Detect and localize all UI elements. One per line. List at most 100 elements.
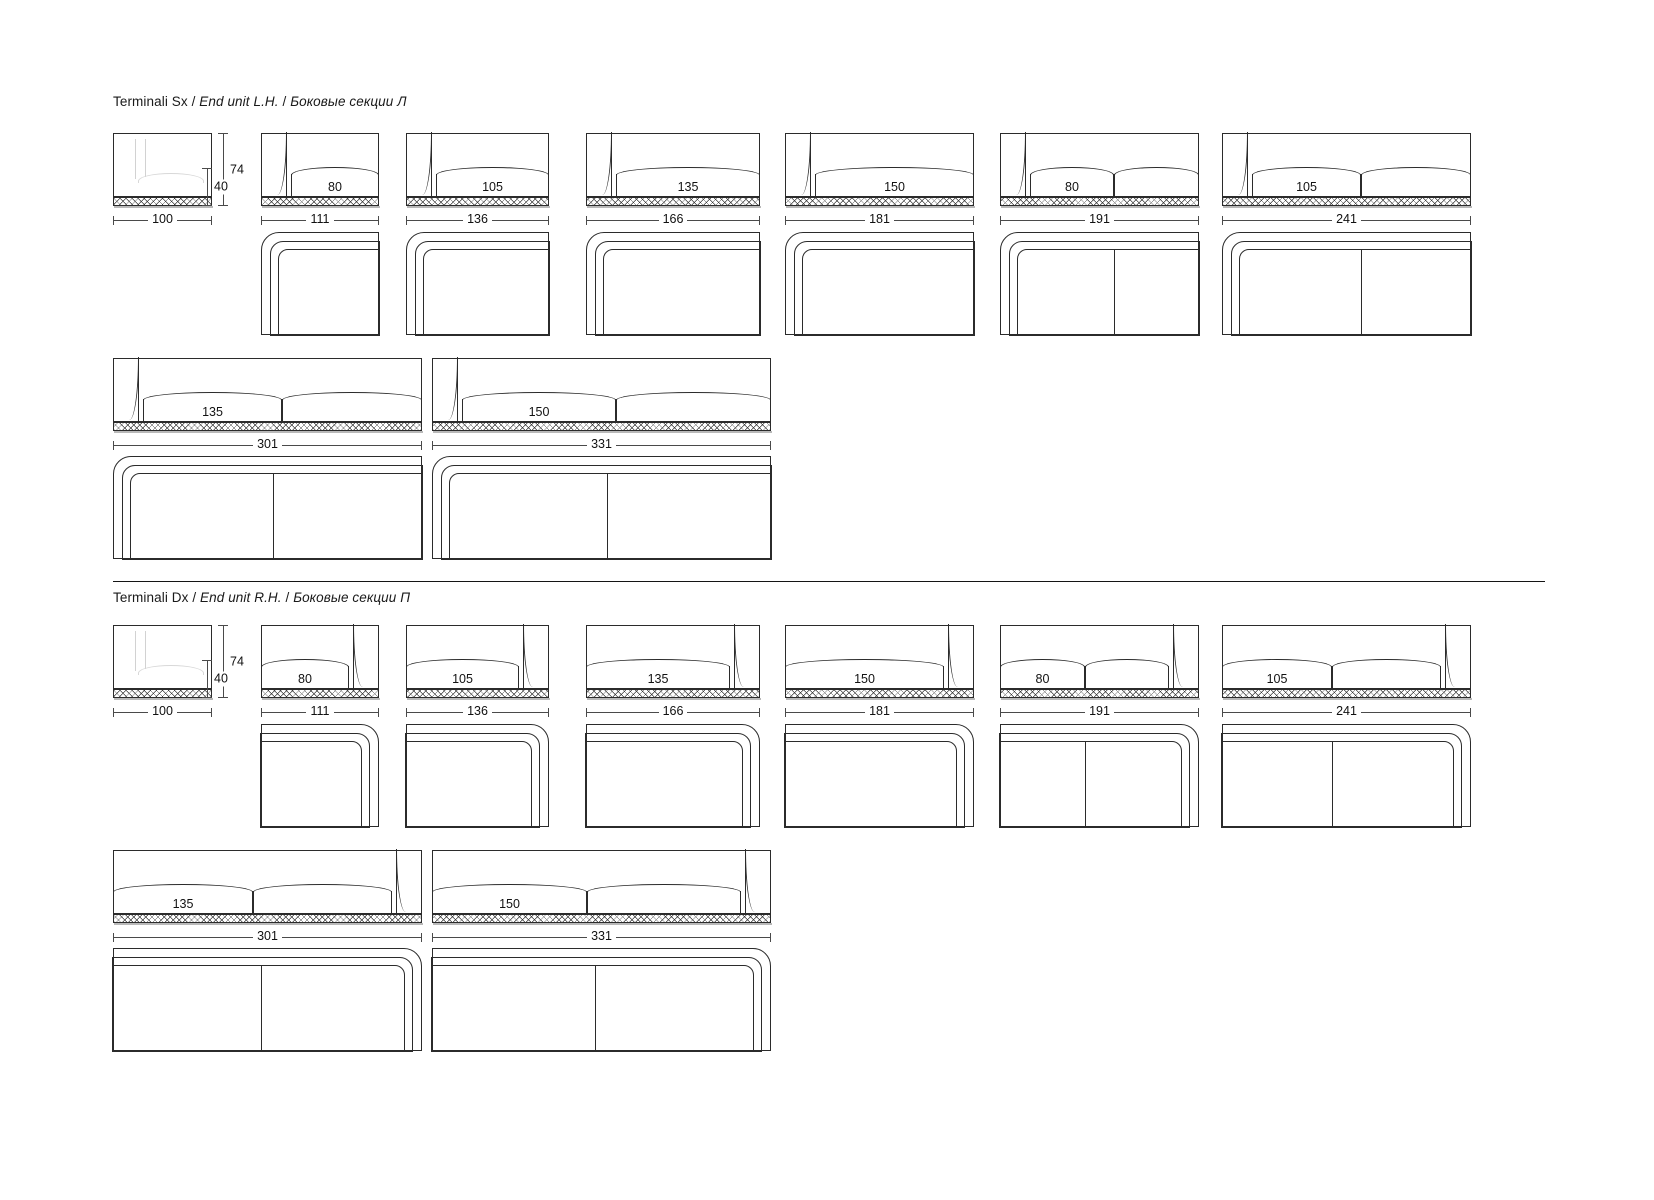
plan-dx-181 (784, 724, 974, 828)
dim-tick (1000, 708, 1001, 717)
plan-seam (261, 965, 262, 1051)
ghost-cushion (138, 173, 204, 183)
plan-seam (607, 473, 608, 559)
dim-value: 241 (1332, 704, 1361, 718)
dim-tick (202, 697, 212, 698)
overall-dimension: 181 (785, 704, 974, 718)
plinth (406, 689, 549, 698)
dim-tick (202, 660, 212, 661)
plan-seam (1332, 741, 1333, 827)
dim-label: 301 (113, 437, 422, 451)
dim-label: 166 (586, 704, 760, 718)
dim-label: 191 (1000, 704, 1199, 718)
seat-dim-label: 150 (884, 179, 905, 194)
dim-label: 136 (406, 212, 549, 226)
seat-dim-label: 150 (499, 896, 520, 911)
dim-tick (1198, 216, 1199, 225)
seat-cushion: 105 (436, 167, 549, 197)
armrest (406, 132, 432, 197)
dim-label: 100 (113, 212, 212, 226)
dim-label: 241 (1222, 704, 1471, 718)
seat-cushion (1085, 659, 1169, 689)
dim-label: 111 (261, 212, 379, 226)
seat-cushion: 80 (1030, 167, 1114, 197)
dim-value: 111 (306, 704, 334, 718)
overall-dimension: 301 (113, 437, 422, 451)
overall-dimension: 331 (432, 437, 771, 451)
dim-tick (586, 708, 587, 717)
armrest (785, 132, 811, 197)
ghost-line (145, 139, 146, 177)
seat-cushion: 135 (616, 167, 760, 197)
armrest (396, 849, 422, 914)
seat-dim-label: 105 (1266, 671, 1288, 686)
overall-dimension: 111 (261, 704, 379, 718)
plinth-shadow (587, 698, 761, 700)
dim-tick (113, 441, 114, 450)
plinth (113, 422, 422, 431)
armrest (523, 624, 549, 689)
plinth (113, 197, 212, 206)
seat-cushion: 105 (1222, 659, 1332, 689)
dim-value: 191 (1085, 704, 1114, 718)
plinth-shadow (1223, 698, 1472, 700)
seat-cushion: 150 (462, 392, 616, 422)
dim-line (223, 133, 224, 206)
armrest (948, 624, 974, 689)
plinth-shadow (1001, 206, 1200, 208)
plinth (785, 197, 974, 206)
plinth (586, 689, 760, 698)
overall-dimension: 111 (261, 212, 379, 226)
section-title-sx-en: End unit L.H. (199, 94, 279, 109)
height-dimension-total: 74 (217, 625, 246, 698)
plan-seam (595, 965, 596, 1051)
dim-tick (113, 216, 114, 225)
plinth-shadow (407, 206, 550, 208)
plan-seat-band (278, 249, 380, 336)
dim-tick (211, 216, 212, 225)
plinth (113, 689, 212, 698)
dim-tick (421, 933, 422, 942)
seat-dim-label: 135 (172, 896, 194, 911)
plan-sx-181 (785, 232, 975, 336)
seat-dim-label: 80 (328, 179, 342, 194)
overall-dimension: 191 (1000, 212, 1199, 226)
armrest (432, 357, 458, 422)
plan-dx-136 (405, 724, 549, 828)
overall-dimension: 136 (406, 704, 549, 718)
overall-dimension: 191 (1000, 704, 1199, 718)
seat-dim-label: 80 (1035, 671, 1050, 686)
dim-tick (1198, 708, 1199, 717)
dim-tick (406, 708, 407, 717)
dim-label: 331 (432, 437, 771, 451)
overall-dimension: 166 (586, 212, 760, 226)
dim-label: 191 (1000, 212, 1199, 226)
seat-cushion: 150 (815, 167, 974, 197)
plan-seat-band (130, 473, 423, 560)
seat-cushion (587, 884, 741, 914)
seat-dim-label: 105 (1296, 179, 1317, 194)
section-title-dx-en: End unit R.H. (200, 590, 282, 605)
overall-dimension: 136 (406, 212, 549, 226)
dim-tick (378, 708, 379, 717)
sep: / (188, 590, 201, 605)
ghost-line (145, 631, 146, 669)
plinth (113, 914, 422, 923)
height-dimension-seat: 40 (201, 168, 230, 206)
dim-label: 166 (586, 212, 760, 226)
plan-seat-band (784, 741, 957, 828)
plinth (261, 197, 379, 206)
plinth-shadow (1001, 698, 1200, 700)
armrest-inner-curve (523, 624, 539, 687)
plinth (432, 422, 771, 431)
armrest-inner-curve (353, 624, 369, 687)
plinth-shadow (114, 698, 213, 700)
dim-label: 111 (261, 704, 379, 718)
seat-cushion (282, 392, 422, 422)
plinth (1000, 197, 1199, 206)
plan-seat-band (802, 249, 975, 336)
dim-tick (202, 205, 212, 206)
dim-label: 74 (228, 162, 246, 177)
seat-dim-label: 80 (1065, 179, 1079, 194)
